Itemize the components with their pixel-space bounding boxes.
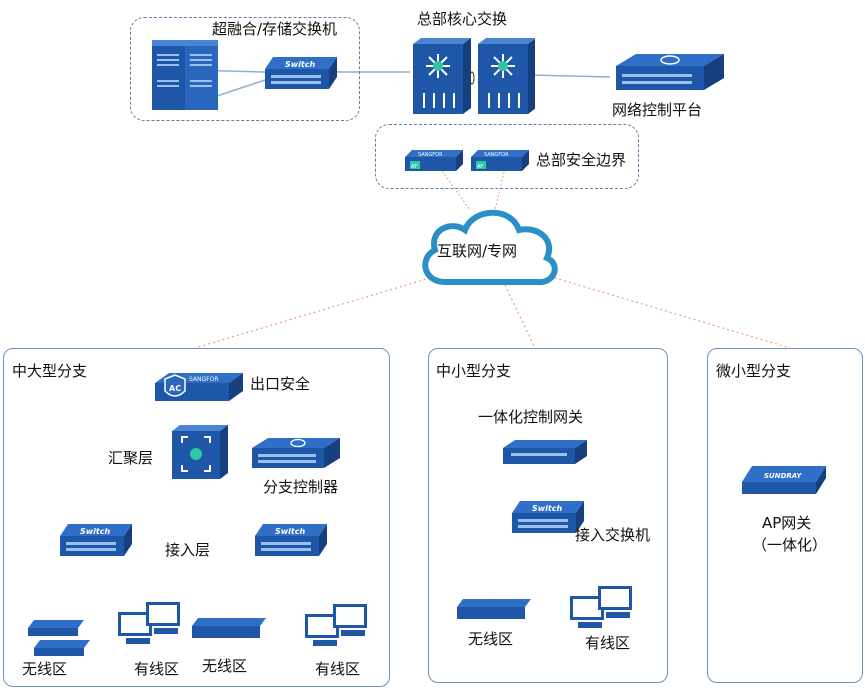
wireless-zone-label: 无线区 — [22, 660, 68, 678]
svg-text:SANGFOR: SANGFOR — [484, 152, 509, 158]
egress-security-label: 出口安全 — [250, 375, 311, 393]
medium-branch-title: 中小型分支 — [436, 362, 512, 380]
svg-text:SANGFOR: SANGFOR — [418, 152, 443, 158]
security-boundary-label: 总部安全边界 — [536, 151, 627, 169]
branch-controller-label: 分支控制器 — [263, 478, 339, 496]
ap-gateway-sublabel: （一体化） — [752, 536, 828, 554]
core-switch-icon — [413, 38, 535, 114]
svg-text:Switch: Switch — [532, 504, 562, 513]
wired-zone-label: 有线区 — [585, 634, 631, 652]
wireless-ap-icon — [457, 599, 531, 619]
svg-text:AC: AC — [169, 384, 181, 393]
switch-icon: Switch — [265, 57, 337, 89]
control-platform-label: 网络控制平台 — [612, 101, 703, 119]
large-branch-title: 中大型分支 — [12, 362, 88, 380]
svg-text:AF: AF — [477, 164, 483, 170]
wired-pc-icon — [305, 604, 367, 646]
svg-text:Switch: Switch — [275, 527, 305, 536]
server-rack-icon — [152, 40, 218, 110]
converged-switch-label: 超融合/存储交换机 — [212, 20, 338, 38]
aggregation-switch-icon — [172, 425, 228, 479]
core-switch-label: 总部核心交换 — [417, 10, 508, 28]
cloud-label: 互联网/专网 — [437, 242, 518, 260]
wired-pc-icon — [118, 602, 180, 644]
wireless-zone-label: 无线区 — [202, 657, 248, 675]
wired-pc-icon — [570, 586, 632, 628]
firewall-icon: SANGFOR AF — [471, 150, 529, 171]
ap-gateway-icon: SUNDRAY — [742, 466, 826, 494]
branch-controller-icon — [252, 438, 340, 468]
integrated-gateway-label: 一体化控制网关 — [478, 408, 584, 426]
svg-text:AF: AF — [411, 164, 417, 170]
security-group-frame — [375, 124, 639, 189]
access-layer-label: 接入层 — [165, 541, 211, 559]
control-platform-icon — [616, 54, 724, 90]
converged-group-frame — [130, 17, 360, 121]
wired-zone-label: 有线区 — [315, 660, 361, 678]
svg-text:SANGFOR: SANGFOR — [189, 376, 219, 383]
aggregation-label: 汇聚层 — [108, 449, 154, 467]
svg-text:Switch: Switch — [80, 527, 110, 536]
wireless-ap-icon — [28, 620, 90, 656]
wired-zone-label: 有线区 — [134, 660, 180, 678]
wireless-ap-icon — [192, 618, 266, 638]
access-switch-icon: Switch — [255, 524, 327, 556]
integrated-gateway-icon — [503, 440, 587, 464]
wireless-zone-label: 无线区 — [468, 630, 514, 648]
access-switch-label: 接入交换机 — [575, 526, 651, 544]
ap-gateway-label: AP网关 — [762, 514, 812, 532]
access-switch-icon: Switch — [512, 501, 584, 533]
micro-branch-title: 微小型分支 — [716, 362, 792, 380]
svg-text:SUNDRAY: SUNDRAY — [764, 472, 802, 480]
svg-text:Switch: Switch — [285, 60, 315, 69]
firewall-icon: SANGFOR AF — [405, 150, 463, 171]
egress-firewall-icon: SANGFOR AC — [155, 373, 243, 401]
access-switch-icon: Switch — [60, 524, 132, 556]
cloud-icon — [422, 209, 558, 286]
micro-branch-panel — [707, 348, 863, 683]
